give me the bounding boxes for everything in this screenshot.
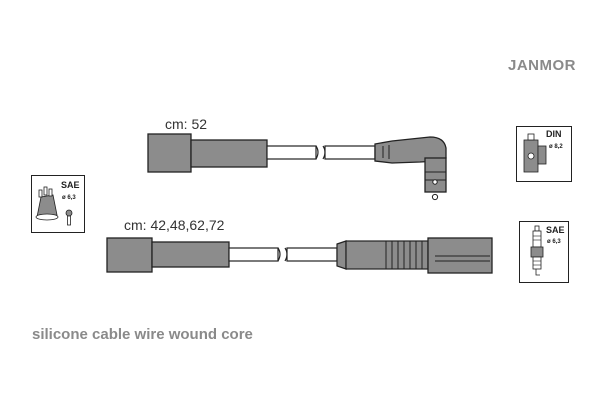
cable-top-angled-boot [374, 136, 447, 201]
cable-bottom-wire-segment-2 [286, 247, 338, 262]
spark-plug-icon: SAE ø 6,3 [519, 221, 569, 283]
badge-left-sae: SAE ø 6,3 [31, 175, 85, 238]
cable-top-wire-break [315, 145, 326, 160]
badge-right-bottom-standard: SAE [546, 225, 565, 235]
cable-top [147, 133, 447, 201]
cable-bottom-boot-sleeve [151, 241, 230, 268]
cable-bottom-ribbed-boot [336, 237, 493, 274]
badge-left-size: ø 6,3 [62, 195, 76, 201]
cable-top-straight-boot [147, 133, 192, 173]
cable-bottom-wire-break [277, 247, 288, 262]
brand-logo-text: JANMOR [508, 57, 577, 74]
distributor-cap-icon: SAE ø 6,3 [31, 175, 85, 233]
cable-top-wire-segment-1 [266, 145, 317, 160]
cable-top-boot-sleeve [190, 139, 268, 168]
badge-right-sae: SAE ø 6,3 [519, 221, 569, 288]
cable-bottom-straight-boot [106, 237, 153, 273]
cable-top-wire-segment-2 [324, 145, 376, 160]
cable-bottom-length-label: cm: 42,48,62,72 [124, 217, 225, 233]
ignition-coil-icon: DIN ø 8,2 [516, 126, 572, 182]
cable-bottom-wire-segment-1 [228, 247, 279, 262]
badge-right-top-standard: DIN [546, 129, 562, 139]
badge-right-din: DIN ø 8,2 [516, 126, 572, 187]
product-caption: silicone cable wire wound core [32, 326, 253, 343]
cable-top-length-label: cm: 52 [165, 116, 208, 132]
cable-bottom [106, 237, 493, 274]
badge-left-standard: SAE [61, 180, 80, 190]
badge-right-bottom-size: ø 6,3 [547, 239, 561, 245]
badge-right-top-size: ø 8,2 [549, 144, 563, 150]
